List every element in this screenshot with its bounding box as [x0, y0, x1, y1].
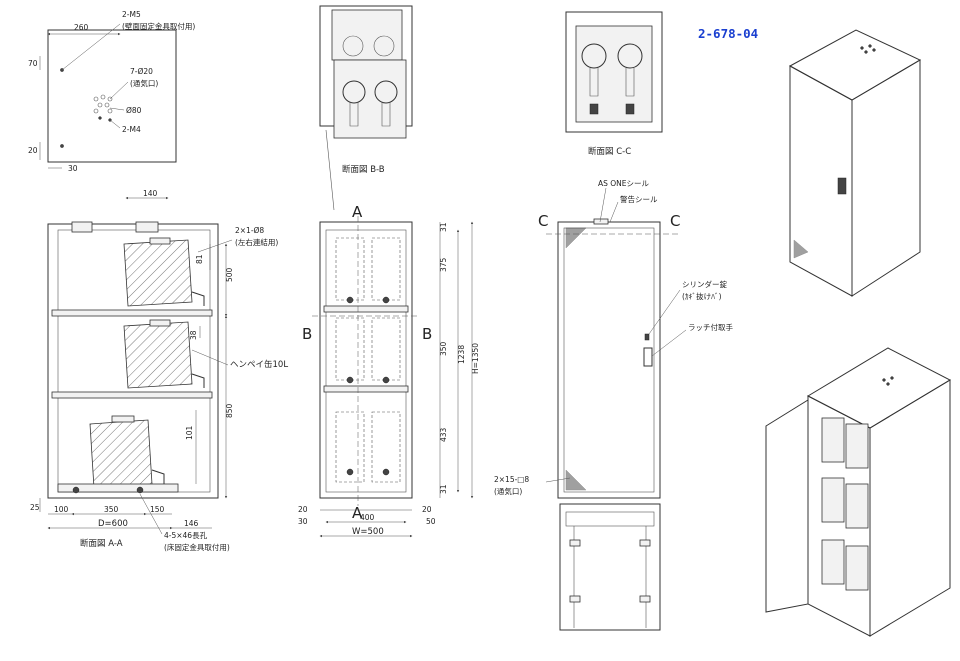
tank-middle	[123, 321, 193, 389]
dim-1238: 1238	[457, 345, 466, 364]
dim-30: 30	[68, 164, 78, 173]
top-view: 260 70 20 30 2-M5 (壁面固定金具取付用) 7-Ø20 (通気口…	[28, 10, 195, 173]
tank	[845, 423, 869, 469]
shelf	[51, 391, 213, 399]
section-b-b-caption: 断面図 B-B	[342, 164, 385, 175]
latch-handle-label: ラッチ付取手	[688, 322, 733, 332]
dim-31-top: 31	[439, 222, 448, 232]
tank-lower	[89, 419, 153, 489]
section-a-a: 140 2×1-Ø8 (左右連結用) 81 500 38 ヘンペイ缶10L 85…	[30, 189, 288, 552]
dim-100: 100	[54, 505, 69, 514]
vent-slot-label: 2×15-□8	[494, 475, 529, 484]
mount-label: 2-M5	[122, 10, 141, 19]
section-mark-a-top: A	[352, 203, 363, 221]
m4-label: 2-M4	[122, 125, 141, 134]
tank-label: ヘンペイ缶10L	[230, 359, 288, 370]
cylinder-lock-label: シリンダー錠	[682, 279, 727, 289]
cylinder-lock-note: (ｶｷﾞ抜けﾊﾞ)	[682, 291, 722, 301]
vent-label: 7-Ø20	[130, 67, 153, 76]
dim-260: 260	[74, 23, 89, 32]
section-a-a-caption: 断面図 A-A	[80, 538, 123, 549]
door-handle	[837, 177, 847, 195]
front-view: A A B B 31 375 350 433 31 1238 H=1350 20…	[298, 203, 480, 538]
section-mark-a-bottom: A	[352, 504, 363, 522]
dim-height: H=1350	[471, 343, 480, 374]
dim-433: 433	[439, 427, 448, 442]
dim-20-right: 20	[422, 505, 432, 514]
shelf	[51, 309, 213, 317]
tank	[821, 539, 845, 585]
dim-depth: D=600	[98, 519, 128, 529]
mount-note: (壁面固定金具取付用)	[122, 21, 195, 31]
vent-hole-cluster	[93, 94, 113, 122]
dim-850: 850	[225, 403, 234, 418]
tank-cap-circle	[342, 80, 366, 104]
asone-sticker-label: AS ONEシール	[598, 179, 650, 188]
dim-140: 140	[143, 189, 158, 198]
dim-375: 375	[439, 257, 448, 272]
screw-m5-mark	[60, 144, 64, 148]
tank-cap-circle	[581, 43, 607, 69]
isometric-open-cabinet	[765, 347, 952, 637]
dim-350: 350	[439, 341, 448, 356]
dim-400: 400	[360, 513, 375, 522]
open-door	[765, 399, 809, 613]
dim-101: 101	[185, 425, 194, 440]
slot-label: 4-5×46長孔	[164, 531, 208, 540]
product-code: 2-678-04	[698, 26, 758, 41]
dim-81: 81	[195, 254, 204, 264]
hole-note: (左右連結用)	[235, 237, 278, 247]
diameter-label: Ø80	[126, 106, 142, 115]
isometric-closed-cabinet	[788, 29, 922, 297]
vent-slot-note: (通気口)	[494, 486, 522, 496]
dim-30: 30	[298, 517, 308, 526]
tank	[845, 483, 869, 529]
dim-20: 20	[28, 146, 38, 155]
section-mark-c-right: C	[670, 212, 680, 230]
dim-150: 150	[150, 505, 165, 514]
dim-500: 500	[225, 267, 234, 282]
section-c-c-caption: 断面図 C-C	[588, 146, 631, 157]
tank	[821, 417, 845, 463]
section-mark-b-left: B	[302, 325, 312, 343]
tank-cap-circle	[617, 43, 643, 69]
hole-label: 2×1-Ø8	[235, 226, 264, 235]
section-mark-b-right: B	[422, 325, 432, 343]
tank-upper	[123, 239, 193, 307]
section-c-c: 断面図 C-C	[565, 11, 663, 157]
dim-width: W=500	[352, 527, 384, 537]
dim-31-bottom: 31	[439, 484, 448, 494]
vent-note: (通気口)	[130, 78, 158, 88]
tank	[821, 477, 845, 523]
dim-25: 25	[30, 503, 40, 512]
side-view: C C AS ONEシール 警告シール シリンダー錠 (ｶｷﾞ抜けﾊﾞ) ラッチ…	[494, 179, 733, 631]
dim-38: 38	[189, 330, 198, 340]
tank-cap-circle	[374, 80, 398, 104]
dim-146: 146	[184, 519, 199, 528]
cylinder-lock	[644, 333, 650, 341]
latch-handle	[643, 347, 653, 367]
vent-pattern	[565, 469, 587, 491]
tank	[845, 545, 869, 591]
section-b-b: 断面図 B-B	[319, 5, 413, 211]
dim-50: 50	[426, 517, 436, 526]
slot-note: (床固定金具取付用)	[164, 542, 230, 552]
section-mark-c-left: C	[538, 212, 548, 230]
warning-sticker-label: 警告シール	[620, 194, 658, 204]
vent-pattern	[565, 227, 587, 249]
dim-20-left: 20	[298, 505, 308, 514]
dim-350: 350	[104, 505, 119, 514]
dim-70: 70	[28, 59, 38, 68]
